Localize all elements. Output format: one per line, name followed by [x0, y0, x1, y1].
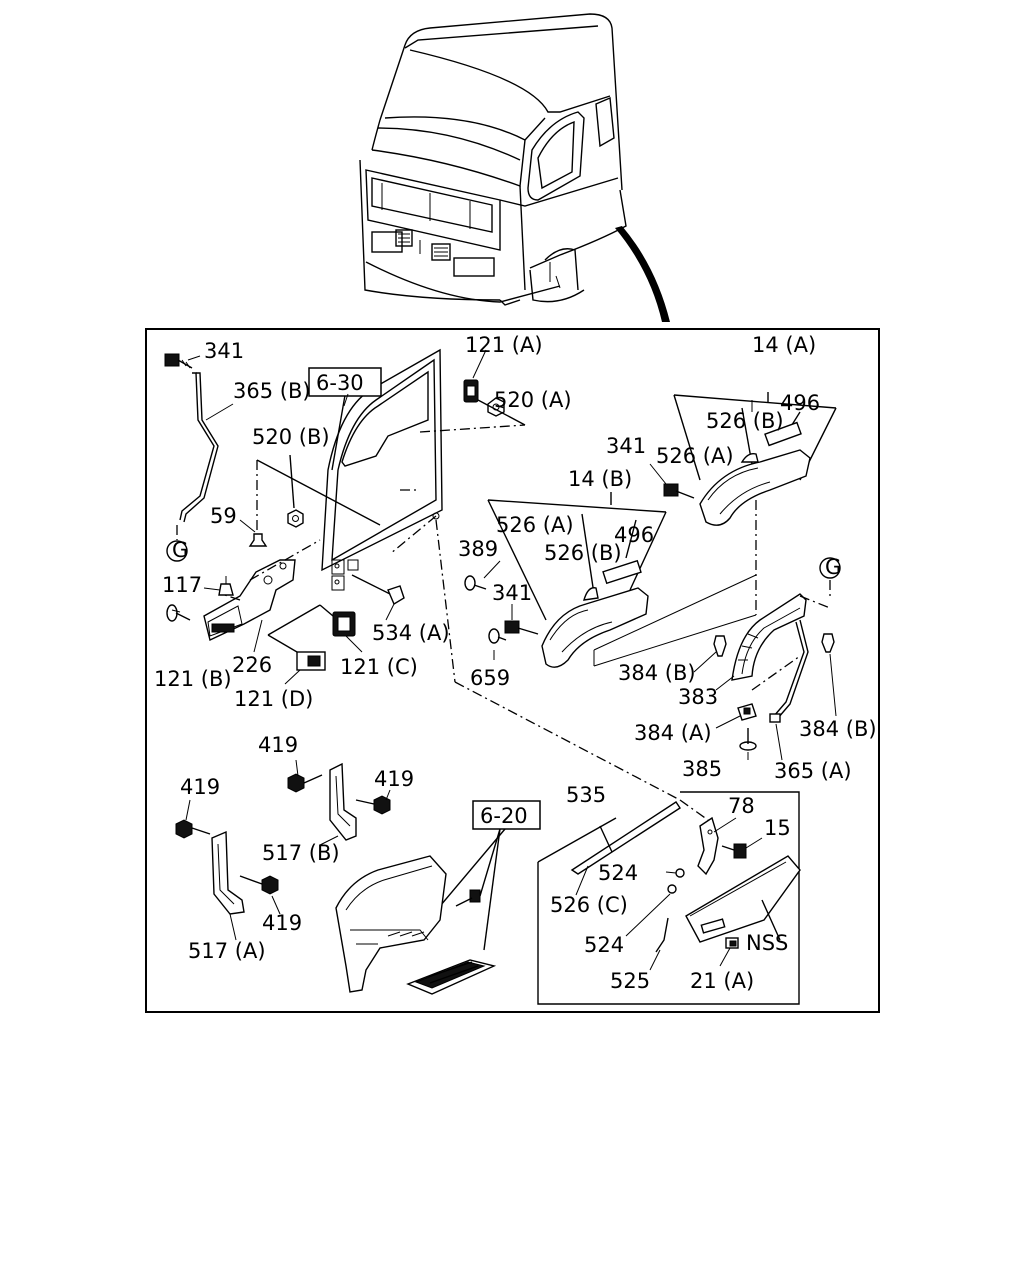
callout-384-b-left: 384 (B) — [618, 661, 696, 685]
screw-icon — [464, 575, 487, 591]
group-14a — [663, 392, 837, 615]
bolt-icon — [175, 819, 211, 839]
callout-nss: NSS — [746, 931, 788, 955]
callout-389: 389 — [458, 537, 498, 561]
callout-520-b: 520 (B) — [252, 425, 330, 449]
callout-21-a: 21 (A) — [690, 969, 754, 993]
callout-labels: 341 365 (B) 520 (B) 59 G 117 121 (B) 226… — [154, 333, 877, 993]
reference-6-30: 6-30 — [316, 371, 364, 395]
callout-419-d: 419 — [262, 911, 302, 935]
callout-121-d: 121 (D) — [234, 687, 313, 711]
callout-385: 385 — [682, 757, 722, 781]
clip-icon — [821, 633, 835, 653]
bolt-icon — [239, 875, 279, 895]
callout-526-b-top: 526 (B) — [706, 409, 784, 433]
callout-384-b-right: 384 (B) — [799, 717, 877, 741]
reference-box — [308, 367, 382, 397]
screw-icon — [166, 604, 191, 622]
callout-121-a: 121 (A) — [465, 333, 543, 357]
clip-icon — [248, 533, 268, 547]
callout-419-b: 419 — [374, 767, 414, 791]
callout-365-a: 365 (A) — [774, 759, 852, 783]
bolt-icon — [164, 353, 193, 369]
lower-left-group — [175, 762, 391, 915]
clip-icon — [713, 635, 727, 657]
callout-14-a: 14 (A) — [752, 333, 816, 357]
callout-g-left: G — [172, 538, 188, 562]
callout-526-a-mid: 526 (A) — [496, 513, 574, 537]
reference-box — [472, 800, 541, 830]
callout-383: 383 — [678, 685, 718, 709]
screw-icon — [739, 728, 757, 751]
clip-icon — [218, 576, 234, 596]
reference-6-20: 6-20 — [480, 804, 528, 828]
bolt-icon — [287, 773, 323, 793]
callout-517-b: 517 (B) — [262, 841, 340, 865]
callout-14-b: 14 (B) — [568, 467, 632, 491]
bolt-icon — [355, 795, 391, 815]
left-upper-group — [164, 348, 709, 821]
callout-496-top: 496 — [780, 391, 820, 415]
bolt-icon — [504, 620, 539, 635]
callout-59: 59 — [210, 504, 237, 528]
callout-524-b: 524 — [584, 933, 624, 957]
callout-121-b: 121 (B) — [154, 667, 232, 691]
callout-78: 78 — [728, 794, 755, 818]
bolt-icon — [488, 628, 507, 644]
truck-cab-illustration — [359, 13, 670, 322]
callout-121-c: 121 (C) — [340, 655, 418, 679]
callout-535: 535 — [566, 783, 606, 807]
bracket-226 — [203, 539, 321, 641]
callout-365-b: 365 (B) — [233, 379, 311, 403]
grommet-icon — [463, 379, 479, 403]
callout-384-a: 384 (A) — [634, 721, 712, 745]
callout-659: 659 — [470, 666, 510, 690]
group-14b — [464, 492, 757, 668]
callout-341-c: 341 — [492, 581, 532, 605]
nut-icon — [675, 868, 685, 878]
callout-419-c: 419 — [180, 775, 220, 799]
plug-icon — [296, 651, 326, 671]
callout-517-a: 517 (A) — [188, 939, 266, 963]
callout-526-c: 526 (C) — [550, 893, 628, 917]
leader-lines — [171, 349, 837, 971]
nss-inset — [537, 791, 801, 1005]
callout-15: 15 — [764, 816, 791, 840]
clip-icon — [721, 843, 747, 859]
upper-fasteners — [463, 379, 526, 426]
callout-117: 117 — [162, 573, 202, 597]
callout-524-a: 524 — [598, 861, 638, 885]
clip-icon — [725, 937, 739, 949]
right-mid-group — [713, 557, 841, 751]
callout-419-a: 419 — [258, 733, 298, 757]
callout-341: 341 — [204, 339, 244, 363]
callout-534-a: 534 (A) — [372, 621, 450, 645]
callout-g-right: G — [825, 555, 841, 579]
callout-341-b: 341 — [606, 434, 646, 458]
grommet-icon — [332, 611, 356, 637]
callout-525: 525 — [610, 969, 650, 993]
nut-icon — [287, 509, 304, 528]
step-group — [335, 800, 541, 995]
bolt-icon — [663, 483, 695, 499]
callout-496-mid: 496 — [614, 523, 654, 547]
cap-icon — [387, 585, 405, 606]
clip-icon — [737, 703, 757, 721]
callout-226: 226 — [232, 653, 272, 677]
bolt-icon — [455, 889, 481, 907]
parts-frame — [145, 328, 880, 1013]
callout-520-a: 520 (A) — [494, 388, 572, 412]
callout-526-a-top: 526 (A) — [656, 444, 734, 468]
nut-icon — [667, 884, 677, 894]
callout-526-b-mid: 526 (B) — [544, 541, 622, 565]
